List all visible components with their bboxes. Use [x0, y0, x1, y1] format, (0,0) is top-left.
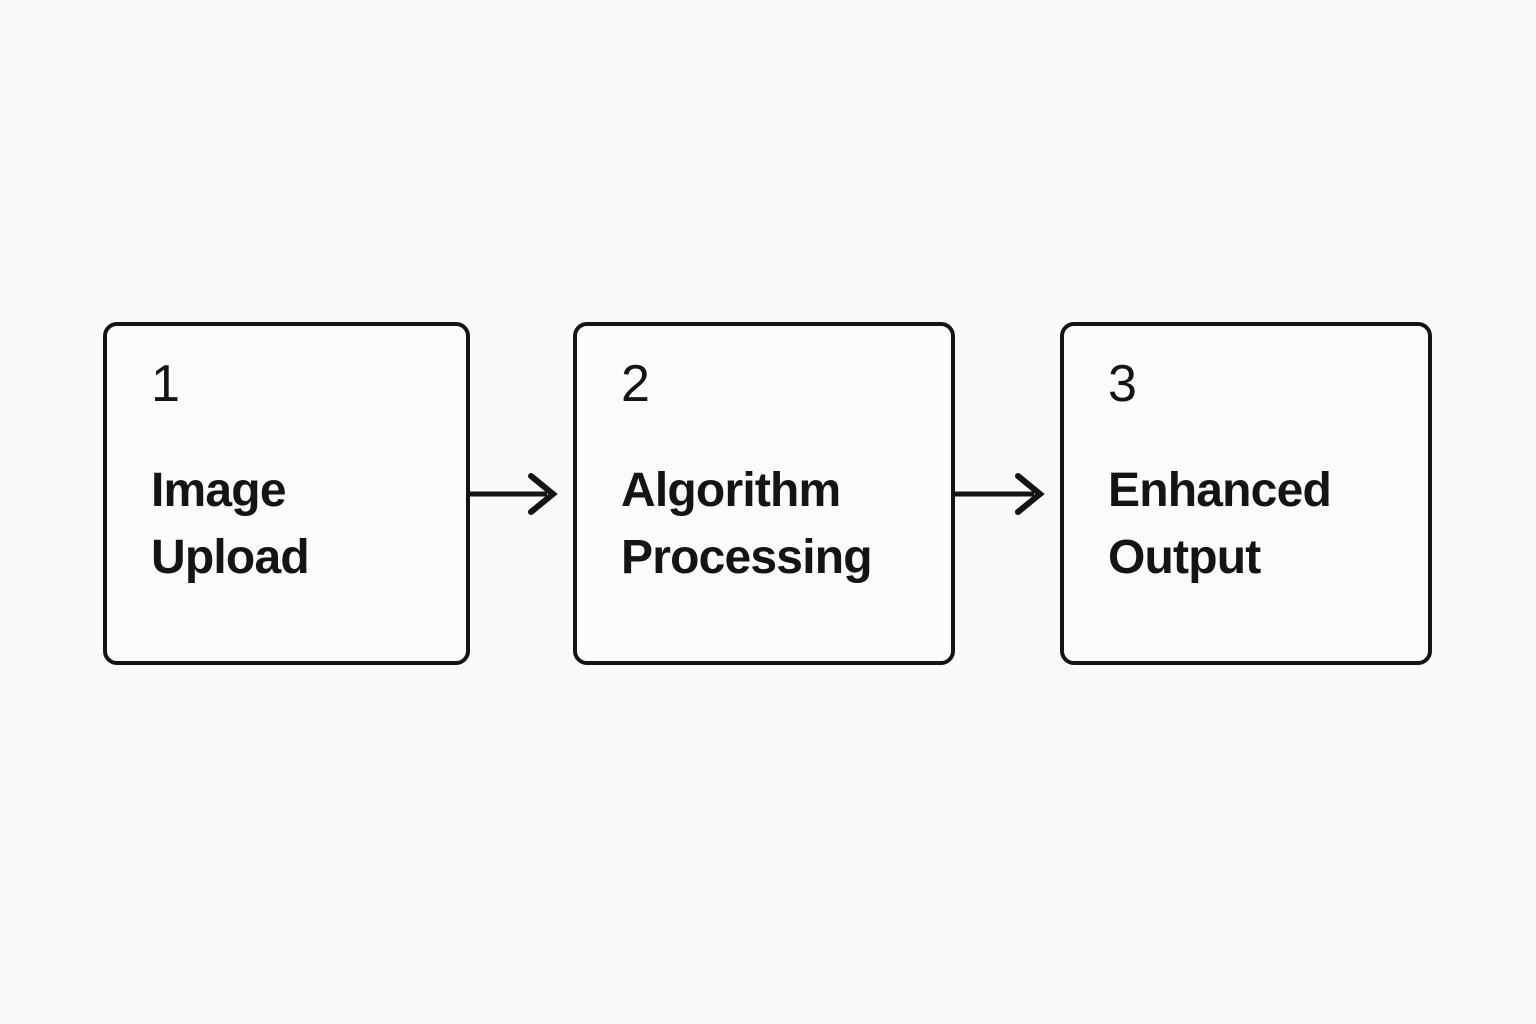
step-label-1: Image Upload — [151, 464, 310, 584]
step-box-3[interactable]: 3 Enhanced Output — [1060, 322, 1432, 665]
arrow-connector-2-to-3 — [955, 464, 1060, 524]
step-number-1: 1 — [151, 355, 180, 413]
step-number-2: 2 — [621, 355, 650, 413]
arrow-right-icon — [955, 473, 1045, 515]
step-number-3: 3 — [1108, 355, 1137, 413]
step-label-2: Algorithm Processing — [621, 464, 873, 584]
arrow-connector-1-to-2 — [470, 464, 573, 524]
arrow-right-icon — [470, 473, 558, 515]
step-box-2[interactable]: 2 Algorithm Processing — [573, 322, 955, 665]
step-box-1[interactable]: 1 Image Upload — [103, 322, 470, 665]
step-label-3: Enhanced Output — [1108, 464, 1332, 584]
